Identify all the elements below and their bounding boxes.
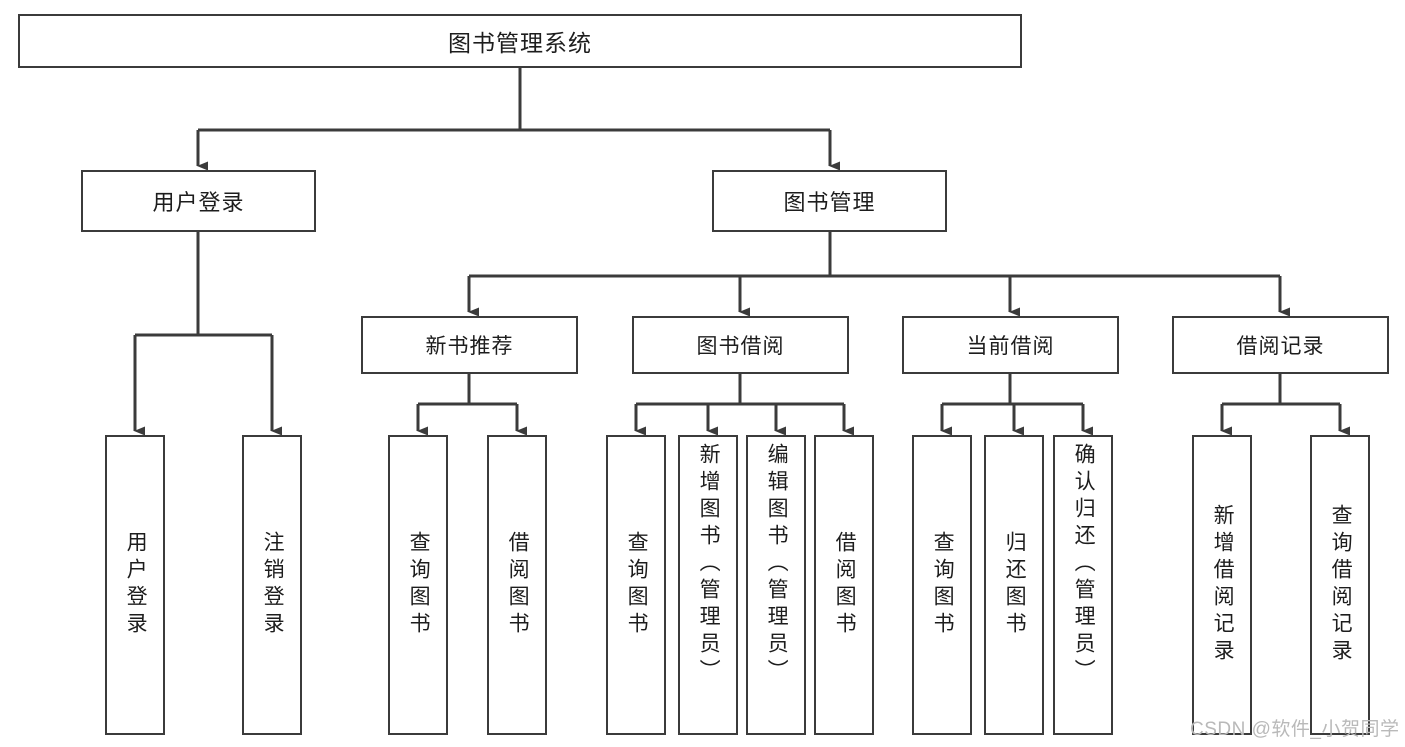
node-root-label: 图书管理系统 (448, 30, 592, 56)
node-leaf-query-book-3[interactable]: 查询图书 (912, 435, 972, 735)
node-leaf-query-record-label: 查询借阅记录 (1329, 504, 1353, 666)
csdn-watermark: CSDN @软件_小贺同学 (1190, 719, 1400, 740)
node-leaf-return-book-label: 归还图书 (1003, 531, 1027, 639)
node-leaf-query-book-1-label: 查询图书 (407, 531, 431, 639)
node-leaf-edit-book[interactable]: 编辑图书（管理员） (746, 435, 806, 735)
node-book-borrow[interactable]: 图书借阅 (632, 316, 849, 374)
node-leaf-borrow-book-2-label: 借阅图书 (833, 531, 857, 639)
node-leaf-add-book-label: 新增图书（管理员） (697, 443, 721, 686)
node-leaf-query-book-2-label: 查询图书 (625, 531, 649, 639)
node-borrow-record[interactable]: 借阅记录 (1172, 316, 1389, 374)
node-new-book-recommend-label: 新书推荐 (425, 335, 514, 358)
node-leaf-borrow-book-1-label: 借阅图书 (506, 531, 530, 639)
node-leaf-borrow-book-1[interactable]: 借阅图书 (487, 435, 547, 735)
node-leaf-add-record[interactable]: 新增借阅记录 (1192, 435, 1252, 735)
node-leaf-user-login[interactable]: 用户登录 (105, 435, 165, 735)
node-book-management[interactable]: 图书管理 (712, 170, 947, 232)
node-leaf-query-book-1[interactable]: 查询图书 (388, 435, 448, 735)
node-new-book-recommend[interactable]: 新书推荐 (361, 316, 578, 374)
node-leaf-add-record-label: 新增借阅记录 (1211, 504, 1235, 666)
node-leaf-user-logout-label: 注销登录 (261, 531, 285, 639)
node-user-login[interactable]: 用户登录 (81, 170, 316, 232)
node-book-borrow-label: 图书借阅 (696, 335, 785, 358)
node-leaf-user-logout[interactable]: 注销登录 (242, 435, 302, 735)
node-leaf-borrow-book-2[interactable]: 借阅图书 (814, 435, 874, 735)
node-leaf-confirm-return[interactable]: 确认归还（管理员） (1053, 435, 1113, 735)
node-leaf-query-book-2[interactable]: 查询图书 (606, 435, 666, 735)
node-leaf-edit-book-label: 编辑图书（管理员） (765, 443, 789, 686)
node-book-management-label: 图书管理 (783, 190, 876, 215)
node-leaf-user-login-label: 用户登录 (124, 531, 148, 639)
node-leaf-query-record[interactable]: 查询借阅记录 (1310, 435, 1370, 735)
node-leaf-add-book[interactable]: 新增图书（管理员） (678, 435, 738, 735)
node-borrow-record-label: 借阅记录 (1236, 335, 1325, 358)
node-user-login-label: 用户登录 (152, 190, 245, 215)
node-leaf-confirm-return-label: 确认归还（管理员） (1072, 443, 1096, 686)
node-root[interactable]: 图书管理系统 (18, 14, 1022, 68)
node-current-borrow-label: 当前借阅 (966, 335, 1055, 358)
node-current-borrow[interactable]: 当前借阅 (902, 316, 1119, 374)
node-leaf-return-book[interactable]: 归还图书 (984, 435, 1044, 735)
node-leaf-query-book-3-label: 查询图书 (931, 531, 955, 639)
